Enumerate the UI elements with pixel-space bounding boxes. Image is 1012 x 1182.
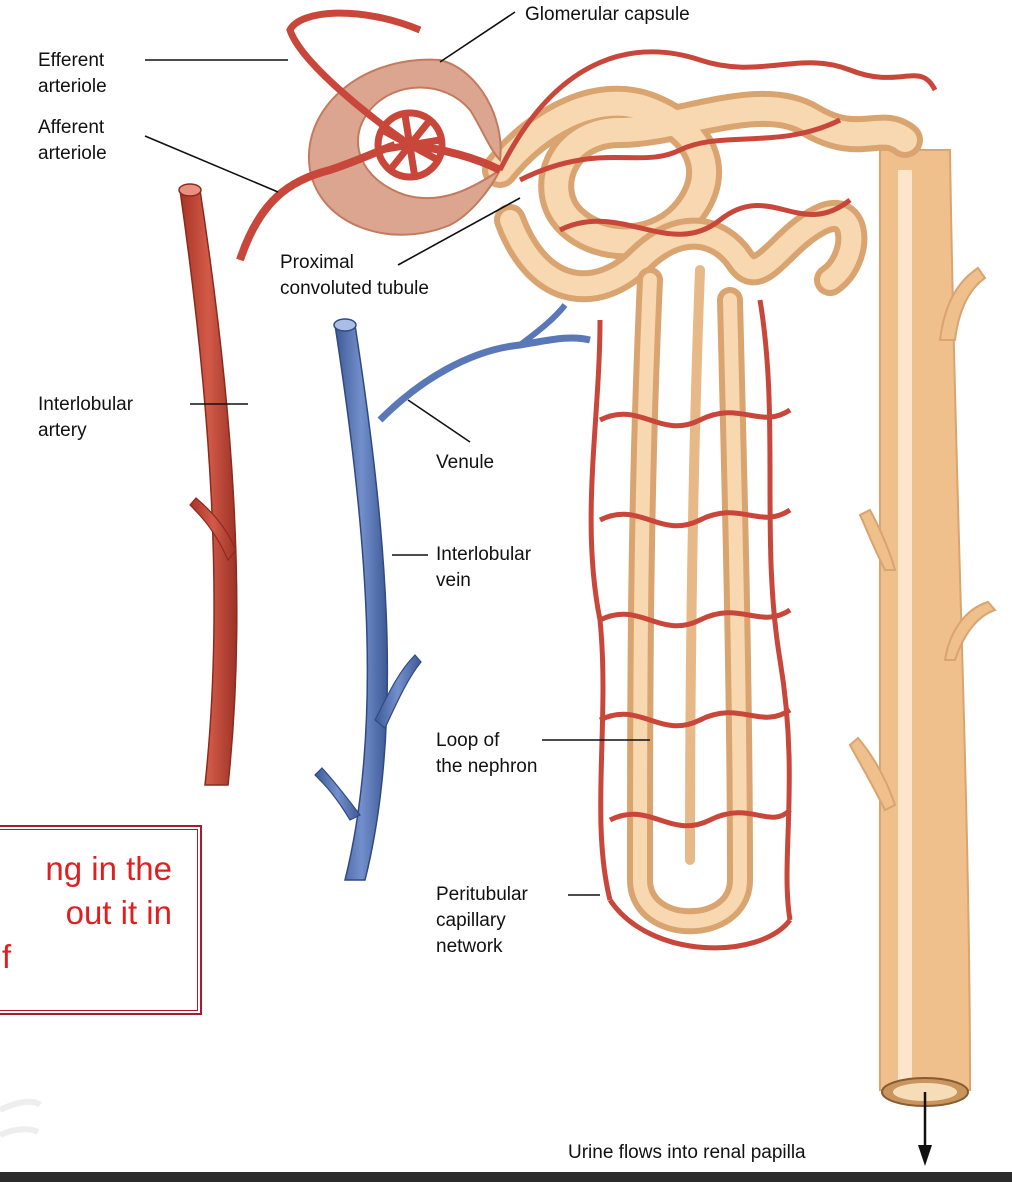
label-efferent-arteriole-2: arteriole xyxy=(38,76,107,97)
interlobular-vein xyxy=(314,303,591,881)
label-loop-of-nephron-2: the nephron xyxy=(436,756,537,777)
label-interlobular-vein-1: Interlobular xyxy=(436,544,532,565)
label-interlobular-artery-1: Interlobular xyxy=(38,394,134,415)
label-glomerular-capsule: Glomerular capsule xyxy=(525,4,690,25)
collecting-duct xyxy=(848,149,997,1107)
leader-lines xyxy=(144,11,650,896)
urine-flow-arrow xyxy=(918,1092,932,1166)
label-peritubular-1: Peritubular xyxy=(436,884,529,905)
bottom-bar xyxy=(0,1172,1012,1182)
label-afferent-arteriole-2: arteriole xyxy=(38,143,107,164)
label-interlobular-artery-2: artery xyxy=(38,420,87,441)
label-interlobular-vein-2: vein xyxy=(436,570,471,591)
label-proximal-tubule-1: Proximal xyxy=(280,252,354,273)
label-urine-flow: Urine flows into renal papilla xyxy=(568,1142,806,1163)
label-efferent-arteriole-1: Efferent xyxy=(38,50,105,71)
watermark-swoosh xyxy=(0,1098,43,1138)
peritubular-capillaries xyxy=(497,49,938,951)
interlobular-artery xyxy=(178,9,422,786)
callout-line-1: ng in the xyxy=(45,850,172,887)
label-loop-of-nephron-1: Loop of xyxy=(436,730,500,751)
label-proximal-tubule-2: convoluted tubule xyxy=(280,278,429,299)
overlay-callout-box: ng in the out it in f xyxy=(0,825,202,1015)
label-afferent-arteriole-1: Afferent xyxy=(38,117,105,138)
callout-line-3: f xyxy=(2,938,12,975)
nephron-tubule xyxy=(482,85,923,935)
callout-line-2: out it in xyxy=(65,894,172,931)
labels: Glomerular capsule Efferent arteriole Af… xyxy=(38,4,806,1163)
label-peritubular-3: network xyxy=(436,936,503,957)
label-venule: Venule xyxy=(436,452,494,473)
label-peritubular-2: capillary xyxy=(436,910,506,931)
